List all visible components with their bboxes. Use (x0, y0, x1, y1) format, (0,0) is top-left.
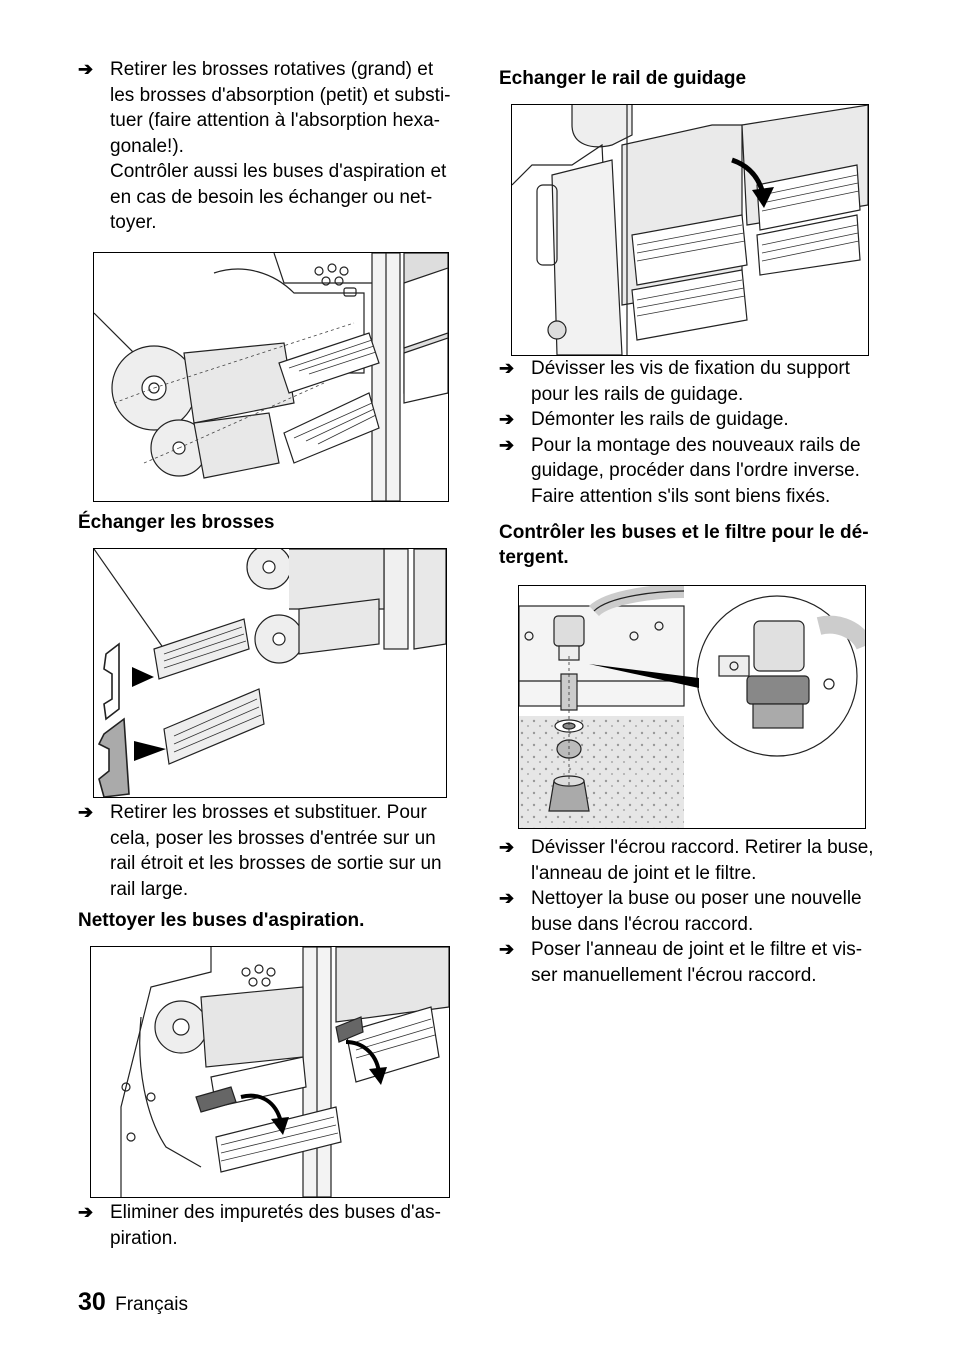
instruction-item: ➔ Dévisser les vis de fixation du suppor… (499, 356, 899, 407)
page-number: 30 (78, 1288, 106, 1316)
arrow-right-icon: ➔ (499, 888, 515, 908)
instruction-text: Poser l'anneau de joint et le filtre et … (531, 939, 863, 986)
instruction-text: Dévisser l'écrou raccord. Retirer la bus… (531, 837, 874, 884)
arrow-right-icon: ➔ (78, 1202, 94, 1222)
figure-brush-removal (93, 252, 449, 502)
figure-suction-nozzles (90, 946, 450, 1198)
figure-nozzle-filter (518, 585, 866, 829)
instruction-text: Dévisser les vis de fixation du support … (531, 358, 850, 405)
section-heading-filtre: Contrôler les buses et le filtre pour le… (499, 522, 869, 568)
figure-brush-rails (93, 548, 447, 798)
arrow-right-icon: ➔ (78, 59, 94, 79)
rail-instructions: ➔ Dévisser les vis de fixation du suppor… (499, 356, 899, 509)
instruction-item: ➔ Eliminer des impuretés des buses d'as-… (78, 1200, 478, 1251)
section-heading-rail: Echanger le rail de guidage (499, 68, 747, 89)
instruction-text: Retirer les brosses rotatives (grand) et… (110, 59, 451, 157)
instruction-item: ➔ Retirer les brosses et substituer. Pou… (78, 800, 478, 902)
arrow-right-icon: ➔ (499, 358, 515, 378)
instruction-item: ➔ Dévisser l'écrou raccord. Retirer la b… (499, 835, 899, 886)
instruction-text: Eliminer des impuretés des buses d'as- p… (110, 1202, 441, 1249)
arrow-right-icon: ➔ (499, 939, 515, 959)
instruction-item: ➔ Démonter les rails de guidage. (499, 407, 899, 433)
instruction-text: Retirer les brosses et substituer. Pour … (110, 802, 442, 900)
arrow-right-icon: ➔ (499, 409, 515, 429)
arrow-right-icon: ➔ (499, 434, 515, 455)
instruction-text: Nettoyer la buse ou poser une nouvelle b… (531, 888, 862, 935)
instruction-text: Pour la montage des nouveaux rails de gu… (531, 434, 861, 507)
instruction-item: ➔ Poser l'anneau de joint et le filtre e… (499, 937, 899, 988)
figure-guide-rail (511, 104, 869, 356)
instruction-continuation: Contrôler aussi les buses d'aspiration e… (110, 161, 447, 233)
instruction-item: ➔ Pour la montage des nouveaux rails de … (499, 433, 899, 510)
arrow-right-icon: ➔ (499, 837, 515, 857)
footer-language: Français (115, 1294, 188, 1315)
instruction-text: Démonter les rails de guidage. (531, 409, 789, 430)
left-column: ➔ Retirer les brosses rotatives (grand) … (78, 57, 478, 236)
page-footer: 30 Français (78, 1288, 188, 1318)
section-heading-buses: Nettoyer les buses d'aspiration. (78, 910, 365, 931)
filter-instructions: ➔ Dévisser l'écrou raccord. Retirer la b… (499, 835, 899, 988)
arrow-right-icon: ➔ (78, 802, 94, 822)
section-heading-brosses: Échanger les brosses (78, 512, 275, 533)
instruction-item: ➔ Nettoyer la buse ou poser une nouvelle… (499, 886, 899, 937)
instruction-item: ➔ Retirer les brosses rotatives (grand) … (78, 57, 478, 159)
